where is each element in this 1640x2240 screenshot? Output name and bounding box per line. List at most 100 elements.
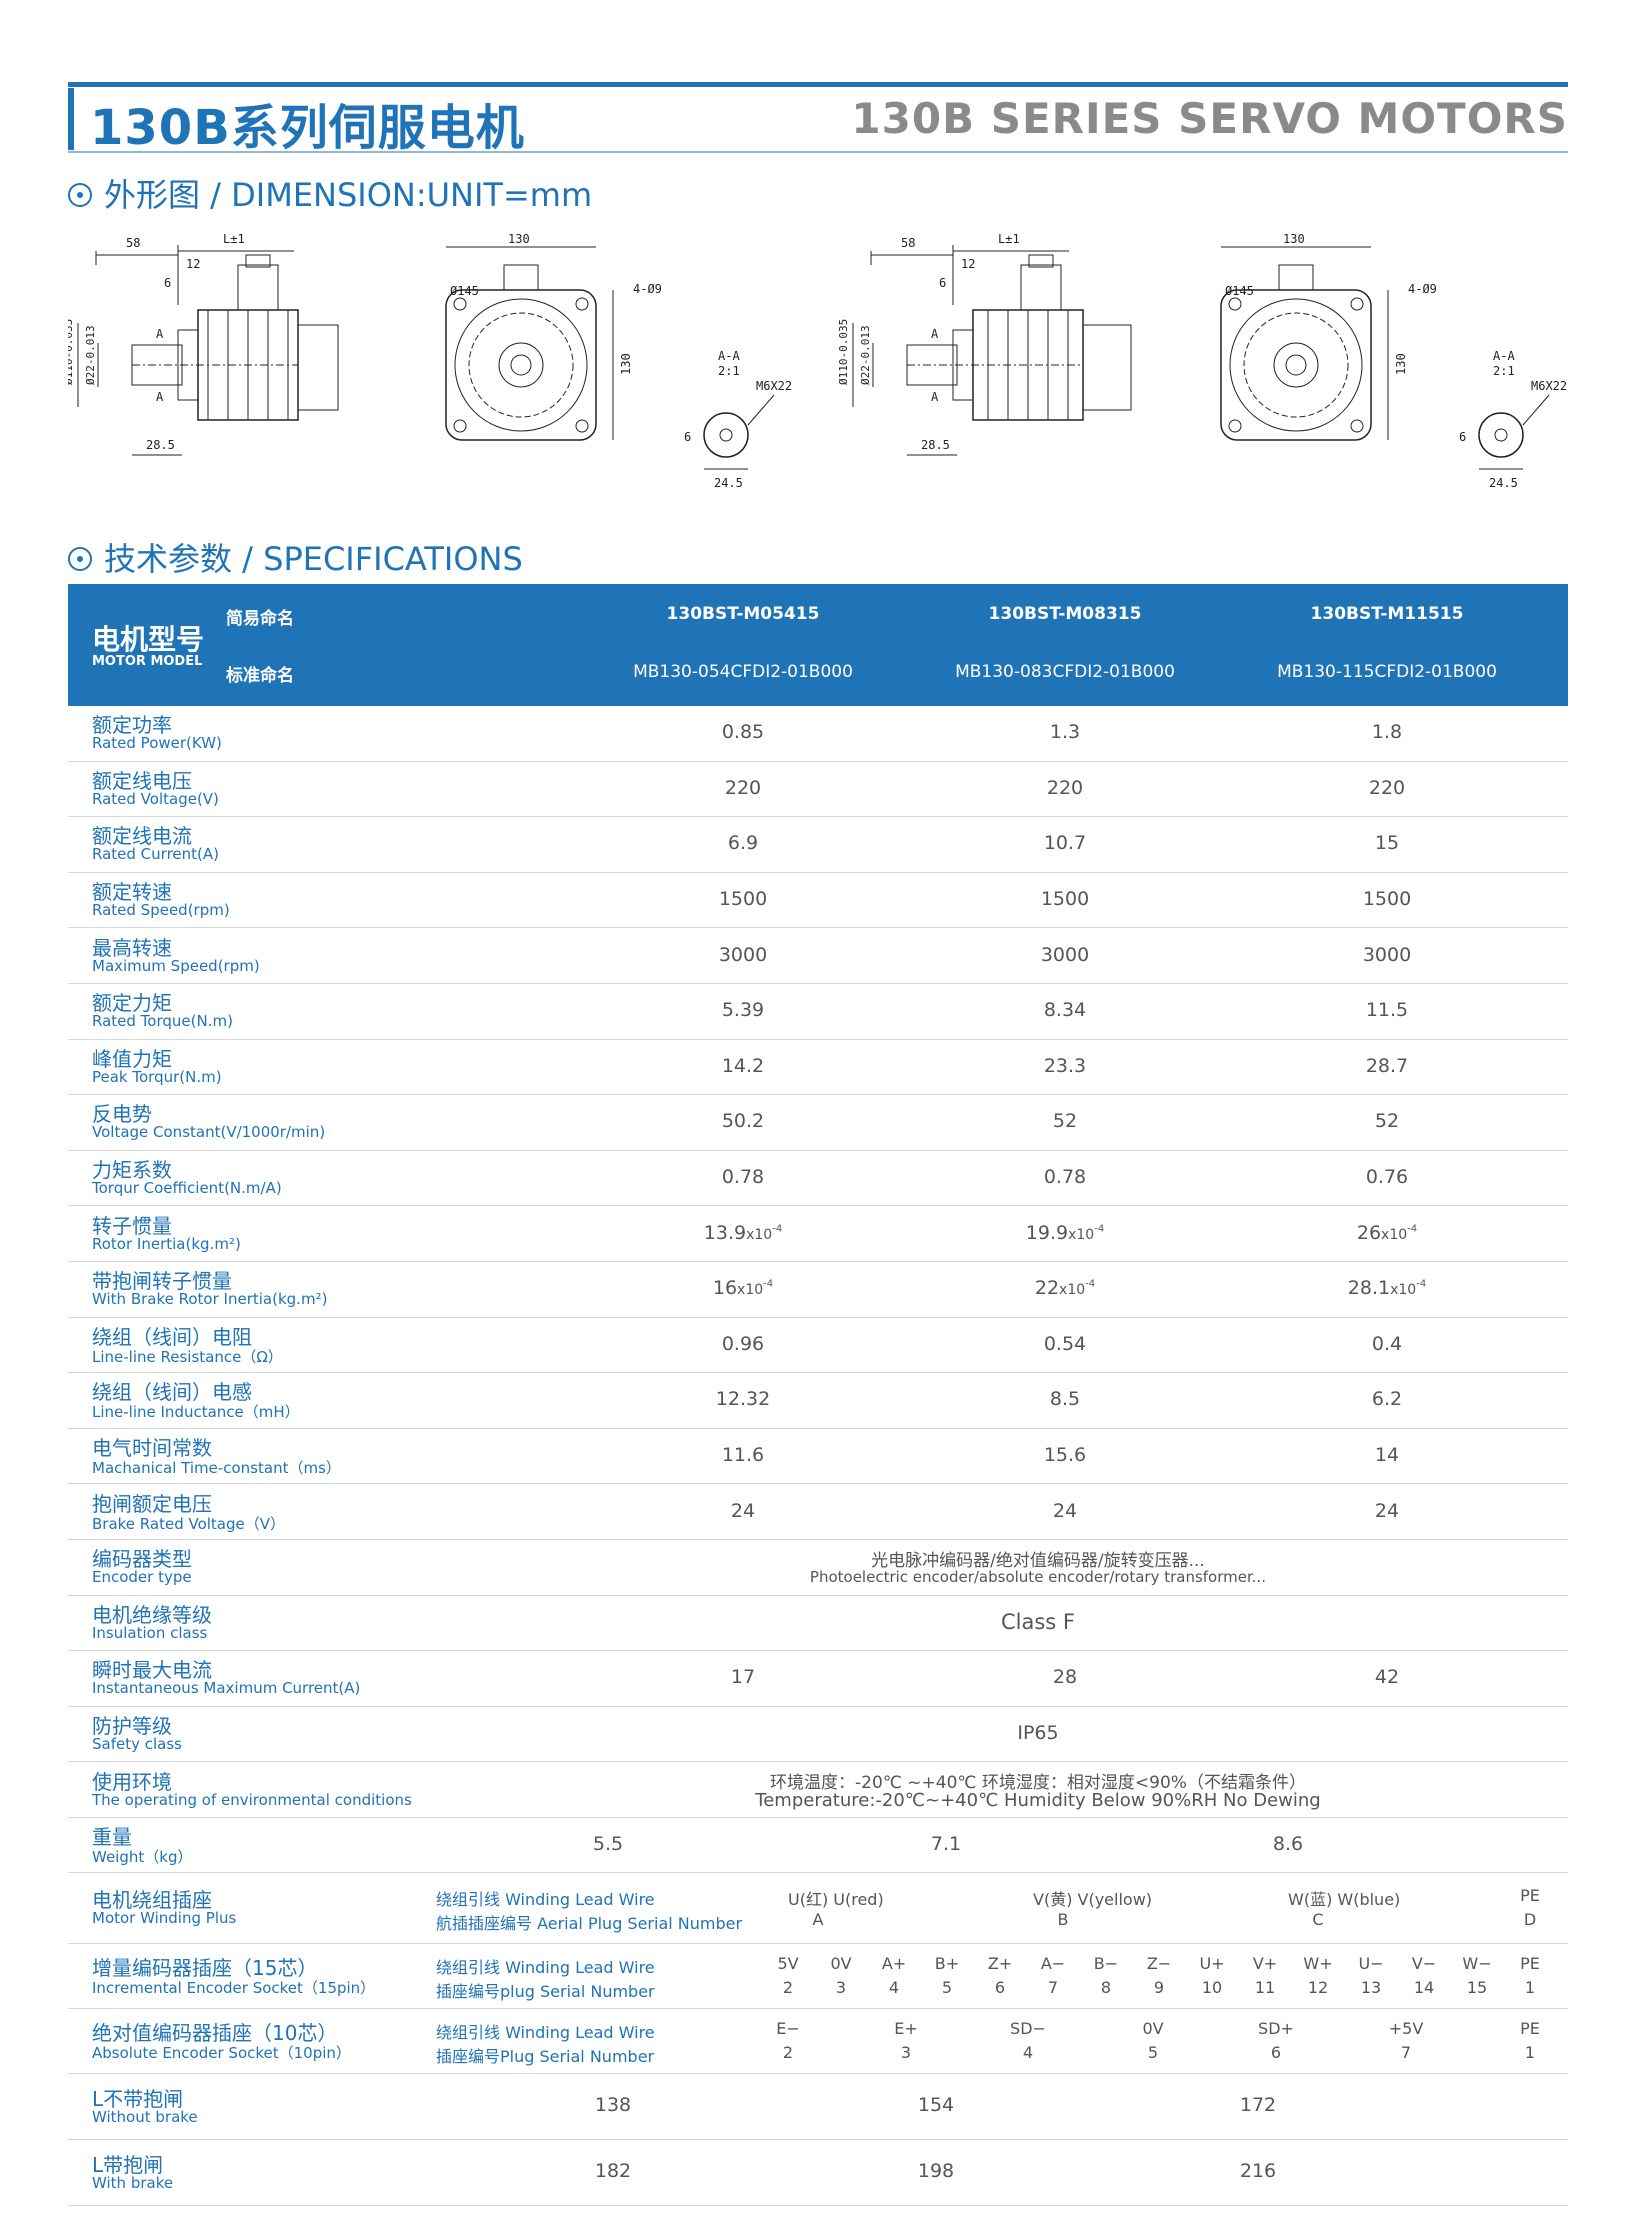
wire-label: W−: [1462, 1954, 1492, 1974]
row-value: 216: [1239, 2160, 1277, 2183]
drawing-set-2: 58 L±1 12 6 Ø110-0.035 Ø22-0.013 A A 28.…: [837, 232, 1567, 490]
row-label-cn: 额定线电压: [92, 768, 192, 793]
dim-24-5: 24.5: [714, 476, 743, 490]
spec-table: 电机型号 MOTOR MODEL 简易命名 标准命名 130BST-M05415…: [68, 584, 1568, 2207]
dim-110: Ø110-0.035: [68, 319, 75, 385]
row-value: 15: [1374, 832, 1400, 855]
pin-number: 2: [782, 2043, 794, 2063]
row-value: 5.39: [721, 999, 765, 1022]
row-value: 16x10-4: [583, 1277, 903, 1299]
row-label-en: Absolute Encoder Socket（10pin）: [92, 2044, 351, 2063]
circle-dot-icon: [68, 547, 92, 571]
section-dimension-label: 外形图 / DIMENSION:UNIT=mm: [104, 176, 593, 214]
pin-number: 1: [1524, 2043, 1536, 2063]
dim-22-2: Ø22-0.013: [859, 325, 872, 385]
row-value: 22x10-4: [905, 1277, 1225, 1299]
row-label-en: Rated Voltage(V): [92, 789, 219, 808]
row-value: 0.4: [1371, 1332, 1403, 1355]
row-label-en: Machanical Time-constant（ms）: [92, 1459, 341, 1478]
insulation-value: Class F: [1000, 1609, 1075, 1634]
row-value: 50.2: [721, 1110, 765, 1133]
spec-table-header: 电机型号 MOTOR MODEL 简易命名 标准命名 130BST-M05415…: [68, 584, 1568, 706]
inertia-value: 16: [712, 1277, 738, 1300]
pin-number: 6: [994, 1978, 1006, 1998]
row-label-en: Safety class: [92, 1734, 182, 1753]
pin-number: 10: [1201, 1978, 1223, 1998]
dim-58-2: 58: [901, 236, 915, 250]
dim-58: 58: [126, 236, 140, 250]
wire-label: SD+: [1258, 2019, 1294, 2039]
drawing-set-1: 58 L±1 12 6 Ø110-0.035 Ø22-0.013 A A 28.…: [68, 232, 792, 490]
row-label-en: With brake: [92, 2173, 174, 2192]
pin-number: 11: [1254, 1978, 1276, 1998]
pin-number: 12: [1307, 1978, 1329, 1998]
pin-number: A: [812, 1910, 824, 1930]
wire-label: V(黄) V(yellow): [1033, 1890, 1153, 1910]
row-label-en: Line-line Inductance（mH）: [92, 1403, 300, 1422]
pin-number: 3: [900, 2043, 912, 2063]
dim-A1-2: A: [931, 327, 939, 341]
header-top-bar: [68, 82, 1568, 87]
pin-number: 2: [782, 1978, 794, 1998]
row-label-en: The operating of environmental condition…: [92, 1790, 412, 1809]
row-label-cn: 电机绝缘等级: [92, 1602, 212, 1627]
wire-label: PE: [1520, 1886, 1540, 1906]
pin-number: 15: [1466, 1978, 1488, 1998]
row-value: 1500: [718, 888, 768, 911]
row-value: 28.7: [1365, 1054, 1409, 1077]
row-value: 28: [1052, 1666, 1078, 1689]
row-value: 154: [917, 2094, 955, 2117]
serial-label: 插座编号plug Serial Number: [436, 1982, 655, 2002]
inertia-exponent: -4: [772, 1223, 783, 1235]
wire-label: W+: [1303, 1954, 1333, 1974]
pin-number: 8: [1100, 1978, 1112, 1998]
pin-number: 14: [1413, 1978, 1435, 1998]
dim-L-2: L±1: [998, 232, 1020, 246]
wire-label: 0V: [1142, 2019, 1164, 2039]
row-value: 14.2: [721, 1054, 765, 1077]
pin-number: 5: [941, 1978, 953, 1998]
row-label-cn: 增量编码器插座（15芯）: [92, 1956, 318, 1981]
row-label-en: Incremental Encoder Socket（15pin）: [92, 1979, 376, 1998]
dimension-drawings: 58 L±1 12 6 Ø110-0.035 Ø22-0.013 A A 28.…: [68, 225, 1568, 515]
dim-28-5-2: 28.5: [921, 438, 950, 452]
dim-6-2: 6: [939, 276, 946, 290]
row-label-cn: 转子惯量: [92, 1213, 172, 1238]
row-label-en: Maximum Speed(rpm): [92, 956, 260, 975]
model-short: 130BST-M05415: [666, 604, 820, 624]
row-value: 6.2: [1371, 1388, 1403, 1411]
row-value: 11.6: [721, 1444, 765, 1467]
row-label-en: Peak Torqur(N.m): [92, 1067, 222, 1086]
row-value: 11.5: [1365, 999, 1409, 1022]
spec-row-absolute: 绝对值编码器插座（10芯）Absolute Encoder Socket（10p…: [68, 2009, 1568, 2075]
row-label-en: Without brake: [92, 2107, 198, 2126]
model-std: MB130-115CFDI2-01B000: [1277, 662, 1497, 682]
pin-number: 7: [1047, 1978, 1059, 1998]
pin-number: 6: [1270, 2043, 1282, 2063]
pin-number: D: [1523, 1910, 1537, 1930]
dim-AA-2: A-A: [1493, 349, 1515, 363]
wire-label: SD−: [1010, 2019, 1046, 2039]
env-value-cn: 环境温度：-20℃ ~+40℃ 环境湿度：相对湿度<90%（不结霜条件）: [770, 1773, 1306, 1794]
inertia-exponent: -4: [1085, 1278, 1096, 1290]
inertia-multiplier: x10: [1059, 1282, 1086, 1299]
row-label-en: Brake Rated Voltage（V）: [92, 1514, 286, 1533]
wire-label: A+: [881, 1954, 907, 1974]
row-value: 1500: [1040, 888, 1090, 911]
row-value: 1.8: [1371, 721, 1403, 744]
row-value: 52: [1374, 1110, 1400, 1133]
inertia-exponent: -4: [1094, 1223, 1105, 1235]
row-value: 0.96: [721, 1332, 765, 1355]
wire-label: U−: [1358, 1954, 1384, 1974]
row-value: 15.6: [1043, 1444, 1087, 1467]
